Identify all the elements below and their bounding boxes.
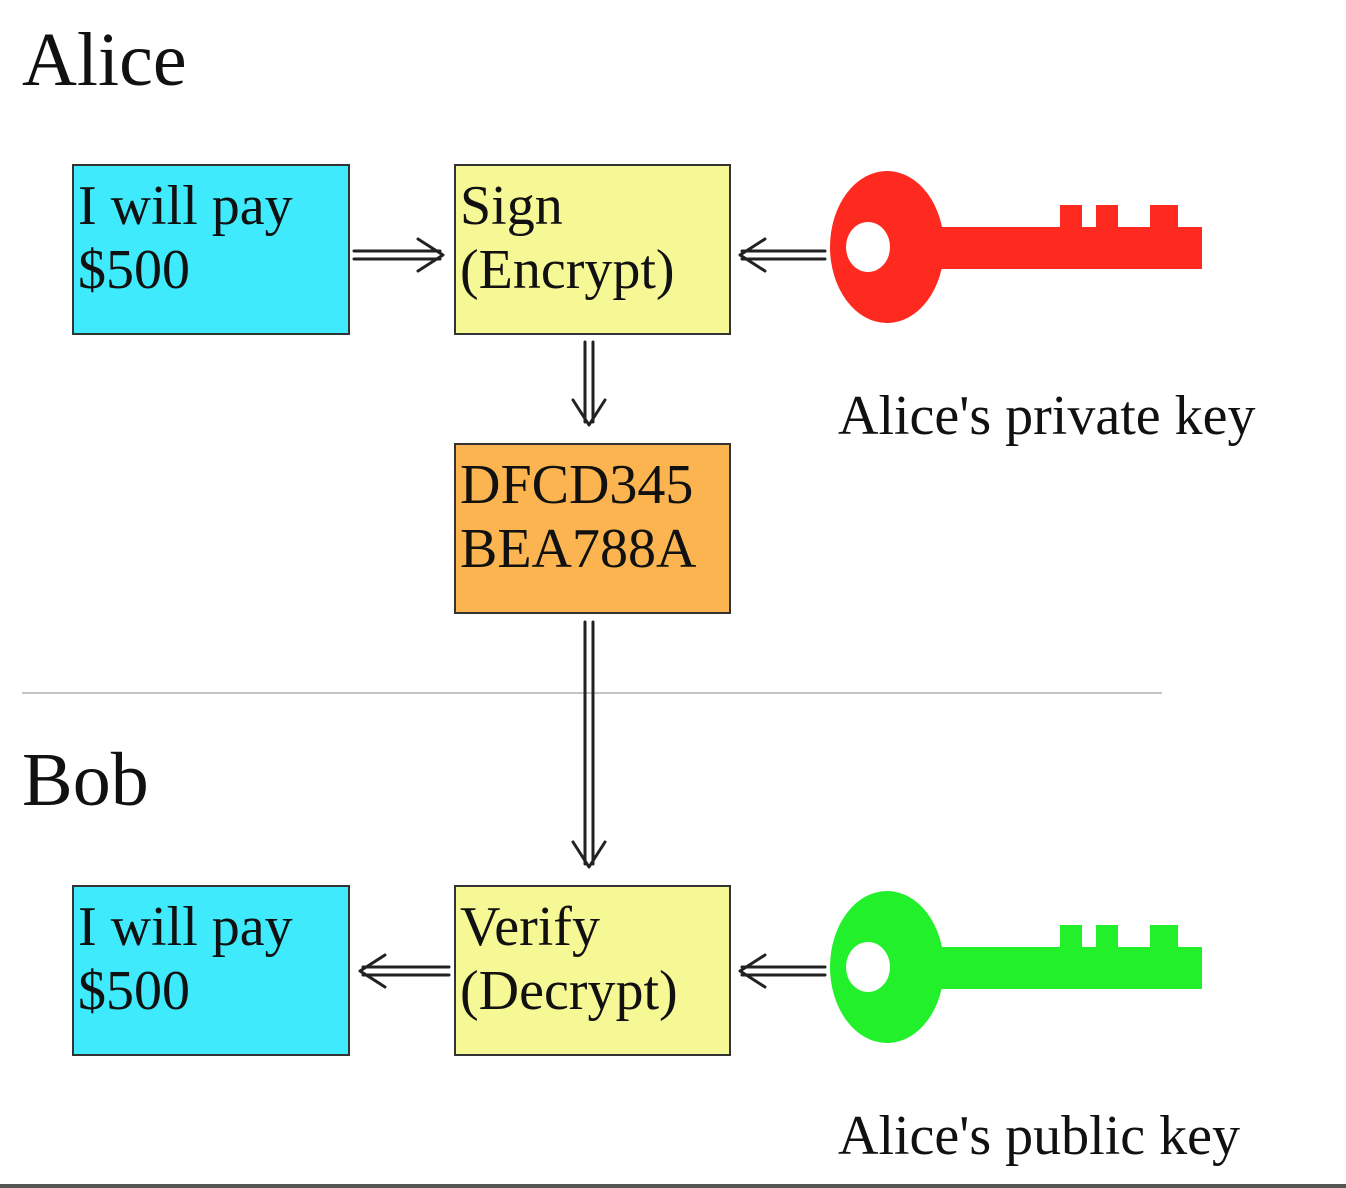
bob-section-title: Bob bbox=[22, 738, 149, 822]
sign-box: Sign (Encrypt) bbox=[454, 164, 731, 335]
arrow-sign-to-signature bbox=[571, 340, 607, 427]
bob-message-line2: $500 bbox=[78, 960, 190, 1022]
sign-line1: Sign bbox=[460, 175, 563, 237]
public-key-label: Alice's public key bbox=[838, 1105, 1240, 1167]
arrow-signature-to-verify bbox=[571, 620, 607, 869]
alice-section-title: Alice bbox=[22, 18, 187, 102]
arrow-message-to-sign bbox=[352, 237, 445, 273]
private-key-shape bbox=[830, 171, 1202, 323]
verify-line1: Verify bbox=[460, 896, 600, 958]
verify-box: Verify (Decrypt) bbox=[454, 885, 731, 1056]
arrow-public-key-to-verify bbox=[738, 953, 827, 989]
private-key-icon bbox=[830, 171, 1202, 323]
bob-message-box: I will pay $500 bbox=[72, 885, 350, 1056]
public-key-icon bbox=[830, 891, 1202, 1043]
alice-message-line1: I will pay bbox=[78, 175, 293, 237]
public-key-shape bbox=[830, 891, 1202, 1043]
verify-line2: (Decrypt) bbox=[460, 960, 678, 1022]
alice-message-box: I will pay $500 bbox=[72, 164, 350, 335]
sign-line2: (Encrypt) bbox=[460, 239, 675, 301]
alice-message-line2: $500 bbox=[78, 239, 190, 301]
signature-line1: DFCD345 bbox=[460, 454, 694, 516]
arrow-private-key-to-sign bbox=[738, 237, 827, 273]
signature-line2: BEA788A bbox=[460, 518, 697, 580]
private-key-label: Alice's private key bbox=[838, 385, 1256, 447]
arrow-verify-to-message bbox=[358, 953, 451, 989]
bob-message-line1: I will pay bbox=[78, 896, 293, 958]
signature-box: DFCD345 BEA788A bbox=[454, 443, 731, 614]
bottom-border bbox=[0, 1184, 1346, 1188]
